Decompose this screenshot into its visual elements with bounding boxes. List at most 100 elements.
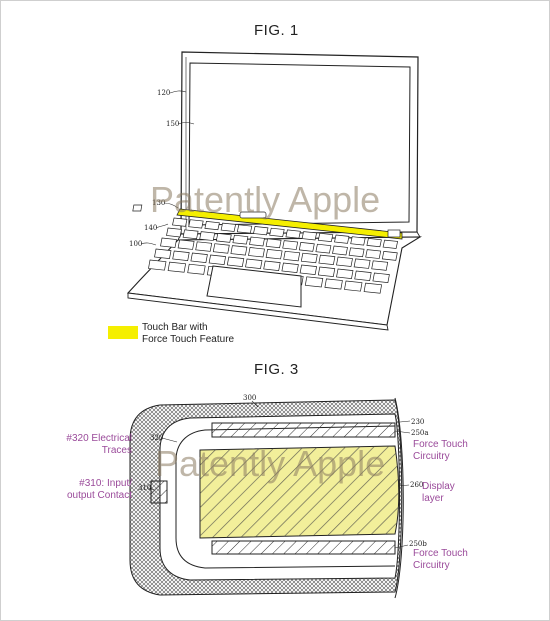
keyboard-key <box>336 268 354 279</box>
ref-130: 130 <box>152 199 165 207</box>
ref-300: 300 <box>243 394 256 402</box>
keyboard-key <box>226 256 245 267</box>
keyboard-key <box>187 263 206 275</box>
keyboard-key <box>265 249 283 260</box>
force-touch-layer-bottom <box>211 540 396 555</box>
keyboard-key <box>350 236 366 246</box>
keyboard-key <box>363 282 383 294</box>
keyboard-key <box>160 237 177 248</box>
keyboard-key <box>372 272 390 283</box>
ref-320: 320 <box>150 434 163 442</box>
keyboard-key <box>348 247 365 258</box>
keyboard-key <box>317 266 336 277</box>
io-contact-310 <box>150 480 168 504</box>
keyboard-key <box>300 252 318 264</box>
annotation-ftc-top-line2: Circuitry <box>413 451 450 462</box>
annotation-ftc-bot-line2: Circuitry <box>413 560 450 571</box>
annotation-electrical-traces: #320 Electrical Traces <box>58 433 132 457</box>
keyboard-key <box>336 256 353 267</box>
keyboard-key <box>172 250 190 261</box>
keyboard-key <box>236 224 253 234</box>
keyboard-key <box>215 233 232 243</box>
touch-bar-highlight <box>176 208 403 240</box>
keyboard-key <box>332 245 348 256</box>
keyboard-key <box>382 239 399 249</box>
keyboard-key <box>317 232 334 243</box>
keyboard-key <box>220 222 237 232</box>
keyboard-key <box>371 260 389 271</box>
keyboard-key <box>324 278 343 290</box>
keyboard-key <box>204 221 220 231</box>
keyboard-key <box>167 261 187 273</box>
ref-250b: 250b <box>409 540 427 548</box>
keyboard-key <box>248 247 265 258</box>
keyboard-key <box>282 240 299 250</box>
keyboard-key <box>188 219 204 229</box>
watermark-2: Patently Apple <box>155 443 385 484</box>
laptop-screen <box>188 62 411 226</box>
annotation-io-line1: #310: Input/ <box>79 478 132 489</box>
legend-line-2: Force Touch Feature <box>142 334 235 345</box>
keyboard-key <box>199 231 216 241</box>
keyboard-key <box>315 243 332 254</box>
keyboard-key <box>172 217 188 227</box>
cross-section <box>129 397 404 599</box>
keyboard-key <box>298 242 315 252</box>
keyboard-key <box>301 231 318 241</box>
keyboard-key <box>366 238 382 248</box>
legend-line-1: Touch Bar with <box>142 322 208 333</box>
keyboard-key <box>354 270 372 281</box>
keyboard-key <box>344 280 363 292</box>
keyboard-key <box>299 264 318 275</box>
fig1-title: FIG. 1 <box>254 22 299 39</box>
keyboard-key <box>148 259 167 271</box>
keyboard-key <box>190 252 208 263</box>
watermark-1: Patently Apple <box>150 179 380 220</box>
annotation-display-line1: Display <box>422 481 455 492</box>
ref-120: 120 <box>157 89 170 97</box>
keyboard-key <box>154 248 172 259</box>
annotation-ftc-bot-line1: Force Touch <box>413 548 468 559</box>
keyboard-key <box>177 239 195 250</box>
ref-250a: 250a <box>411 429 429 437</box>
ref-100: 100 <box>129 240 142 248</box>
keyboard-key <box>182 229 199 240</box>
keyboard-key <box>195 241 213 252</box>
keyboard-key <box>283 250 301 262</box>
keyboard-key <box>208 254 227 265</box>
ref-260: 260 <box>410 481 423 489</box>
keyboard-key <box>381 251 398 261</box>
keyboard-key <box>263 260 281 271</box>
keyboard-key <box>365 249 382 259</box>
annotation-io-line2: output Contact <box>66 490 132 501</box>
annotation-io-contact: #310: Input/ output Contact <box>52 478 132 502</box>
annotation-electrical-line1: #320 Electrical <box>66 433 132 444</box>
annotation-ftc-top-line1: Force Touch <box>413 439 468 450</box>
fig3-title: FIG. 3 <box>254 361 299 378</box>
trackpad <box>206 265 302 308</box>
keyboard-key <box>265 238 282 249</box>
ref-140: 140 <box>144 224 157 232</box>
keyboard-key <box>212 243 230 254</box>
keyboard-key <box>334 234 350 244</box>
ref-150: 150 <box>166 120 179 128</box>
keyboard-key <box>230 245 248 256</box>
keyboard-key <box>281 262 299 273</box>
keyboard-key <box>253 226 269 236</box>
annotation-force-touch-bottom: Force Touch Circuitry <box>413 548 468 572</box>
laptop <box>126 51 422 331</box>
keyboard-key <box>166 227 182 238</box>
legend-swatch <box>108 326 138 339</box>
keyboard-key <box>245 258 263 269</box>
keyboard-key <box>269 227 285 237</box>
keyboard-key <box>318 254 336 266</box>
force-touch-layer-top <box>211 422 396 438</box>
annotation-electrical-line2: Traces <box>101 445 132 456</box>
ref-310: 310 <box>138 484 151 492</box>
ref-230: 230 <box>411 418 424 426</box>
keyboard-key <box>249 236 265 247</box>
annotation-display-layer: Display layer <box>422 481 455 505</box>
keyboard-key <box>304 276 324 288</box>
keyboard-key <box>353 258 371 269</box>
